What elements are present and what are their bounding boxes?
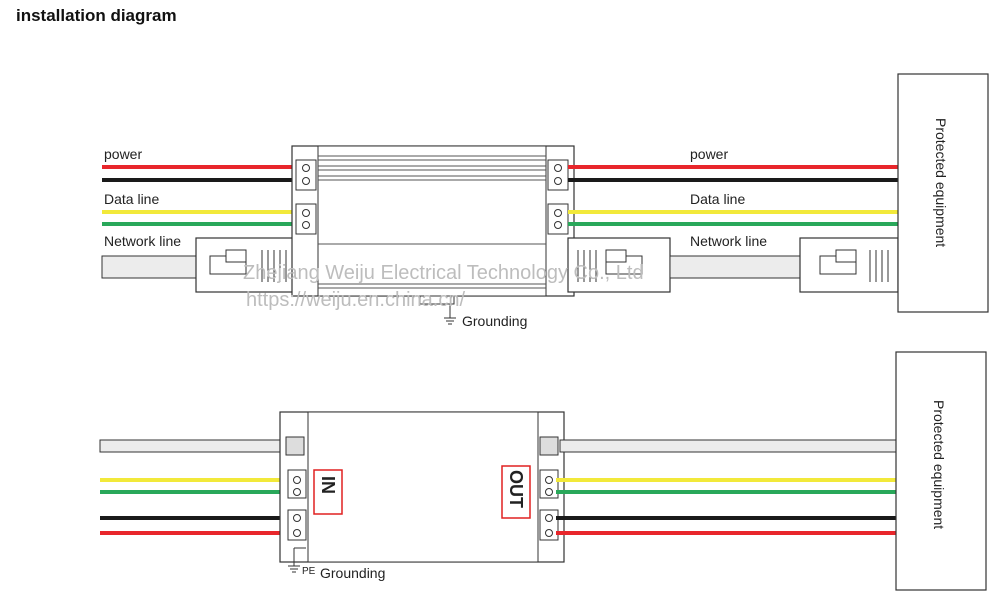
bottom-left-cable <box>99 439 291 453</box>
bottom-ground-icon <box>288 565 300 573</box>
pe-label: PE <box>302 566 316 577</box>
top-protected-equipment-box <box>897 73 989 313</box>
top-protected-equipment-label: Protected equipment <box>933 118 949 247</box>
bottom-grounding-label: Grounding <box>320 565 385 581</box>
top-left-rj45-plug <box>195 237 297 293</box>
watermark-url: https://weiju.en.china.cn/ <box>246 289 465 311</box>
top-left-network-cable <box>101 255 199 279</box>
top-right-network-line-label: Network line <box>690 233 767 249</box>
top-equipment-rj45-plug <box>799 237 899 293</box>
top-left-network-line-label: Network line <box>104 233 181 249</box>
top-right-network-cable <box>669 255 803 279</box>
top-surge-protector <box>291 145 575 305</box>
top-right-rj45-plug <box>567 237 671 293</box>
bottom-protected-equipment-box <box>895 351 987 591</box>
page-title: installation diagram <box>16 6 177 25</box>
top-right-power-label: power <box>690 146 728 162</box>
top-diagram: Protected equipment Grounding power Data… <box>101 73 989 329</box>
bottom-protected-equipment-label: Protected equipment <box>931 400 947 529</box>
in-label: IN <box>318 476 338 494</box>
top-left-data-line-label: Data line <box>104 191 159 207</box>
watermark-company: Zhejiang Weiju Electrical Technology Co.… <box>243 262 644 284</box>
top-grounding-label: Grounding <box>462 313 527 329</box>
bottom-right-cable <box>559 439 897 453</box>
top-right-data-line-label: Data line <box>690 191 745 207</box>
out-label: OUT <box>506 470 526 508</box>
bottom-diagram: IN OUT Protected equipment PE Grounding <box>99 351 987 591</box>
top-ground-icon <box>444 304 456 325</box>
bottom-surge-protector <box>279 411 565 563</box>
top-left-power-label: power <box>104 146 142 162</box>
